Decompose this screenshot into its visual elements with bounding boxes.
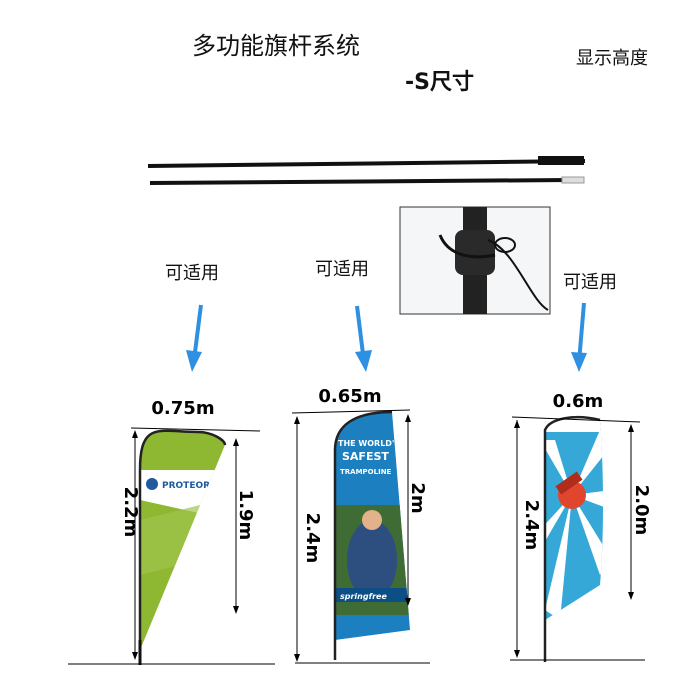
sunburst-feather-flag: [543, 416, 603, 662]
applicable-label-right: 可适用: [563, 272, 617, 293]
flag3-flag-height-label: 2.0m: [631, 485, 652, 536]
flag1-total-height-label: 2.2m: [120, 487, 141, 538]
down-arrow-icon: [571, 302, 587, 372]
size-subtitle: -S尺寸: [405, 70, 474, 95]
applicable-label-left: 可适用: [165, 263, 219, 284]
feather-flag: THE WORLD'S SAFEST TRAMPOLINE springfree: [333, 410, 410, 660]
down-arrow-icon: [186, 304, 203, 372]
flag3-width-label: 0.6m: [553, 391, 604, 412]
pole-joint-detail-image: [399, 206, 551, 315]
flag2-flag-height-label: 2m: [407, 482, 428, 513]
flag1-brand-text: PROTEOR: [162, 481, 210, 491]
teardrop-flag: PROTEOR: [138, 429, 227, 665]
display-height-label: 显示高度: [576, 48, 648, 69]
flag2-total-height-label: 2.4m: [302, 513, 323, 564]
flag2-headline-1: THE WORLD'S: [338, 439, 400, 448]
flag1-width-label: 0.75m: [151, 398, 214, 419]
flag2-headline-2: SAFEST: [342, 450, 389, 463]
flag2-brand-text: springfree: [340, 592, 387, 601]
flag1-flag-height-label: 1.9m: [235, 490, 256, 541]
flag2-width-label: 0.65m: [318, 386, 381, 407]
down-arrow-icon: [355, 305, 372, 372]
page-title: 多功能旗杆系统: [192, 32, 360, 60]
applicable-label-middle: 可适用: [315, 259, 369, 280]
flag2-headline-3: TRAMPOLINE: [340, 468, 392, 476]
flag3-total-height-label: 2.4m: [521, 500, 542, 551]
flag-pole-icon: [147, 156, 586, 185]
